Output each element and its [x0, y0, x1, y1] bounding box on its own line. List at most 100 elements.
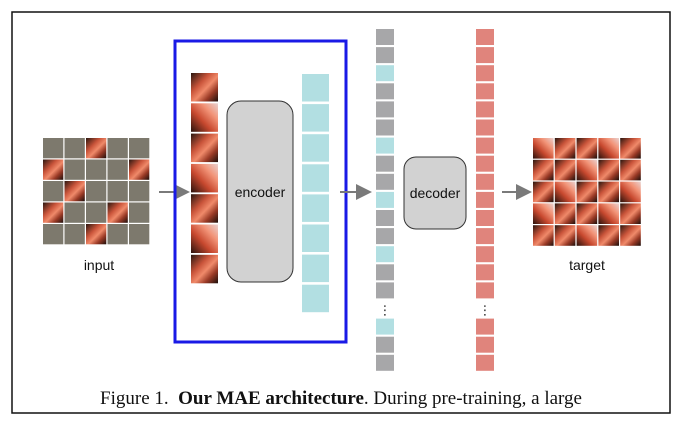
mask-token [376, 83, 394, 100]
visible-patch [129, 159, 150, 180]
visible-patch [86, 138, 107, 159]
decoder-block [403, 156, 467, 230]
mask-token [376, 264, 394, 281]
caption-rest: . During pre-training, a large [363, 388, 582, 409]
encoder-input-patch [191, 133, 218, 163]
masked-patch [129, 202, 150, 223]
mask-token [376, 210, 394, 226]
visible-patch [43, 159, 64, 180]
masked-patch [43, 224, 64, 245]
decoder-output-token [476, 65, 494, 82]
encoder-output-token [302, 164, 329, 192]
decoder-output-token [476, 173, 494, 190]
sequence-ellipsis: ⋮ [479, 304, 492, 319]
target-patch [576, 203, 598, 224]
encoder-input-patch [191, 254, 218, 284]
masked-patch [64, 138, 85, 159]
target-patch [620, 203, 641, 224]
mask-token [376, 336, 394, 353]
caption-prefix: Figure 1. [100, 388, 169, 409]
visible-patch [43, 202, 64, 223]
encoder-input-patch [191, 224, 218, 253]
mask-token [376, 47, 394, 64]
target-patch [533, 203, 554, 224]
sequence-ellipsis: ⋮ [379, 304, 392, 319]
encoder-output-token [302, 224, 329, 252]
decoder-input-sequence: ⋮ [376, 29, 394, 371]
mask-token [376, 29, 394, 45]
masked-patch [107, 181, 128, 202]
decoder-output-token [476, 228, 494, 245]
decoder-label: decoder [410, 185, 461, 201]
masked-patch [107, 224, 128, 245]
masked-patch [43, 181, 64, 202]
input-image-grid [43, 138, 150, 245]
target-label: target [569, 257, 605, 273]
target-patch [554, 138, 576, 159]
encoder-label: encoder [235, 184, 286, 200]
target-patch [576, 138, 598, 159]
masked-patch [64, 202, 85, 223]
target-image-grid [533, 138, 641, 246]
masked-patch [64, 159, 85, 180]
decoder-output-token [476, 29, 494, 45]
target-patch [533, 159, 554, 181]
encoder-output-token [302, 134, 329, 162]
encoder-block [226, 100, 294, 283]
target-patch [533, 225, 554, 246]
decoder-output-token [476, 119, 494, 136]
target-patch [533, 181, 554, 203]
mask-token [376, 119, 394, 136]
encoder-output-token [302, 104, 329, 132]
encoder-output-tokens [302, 74, 329, 313]
encoded-visible-token [376, 65, 394, 82]
target-patch [620, 181, 641, 203]
caption-bold: Our MAE architecture [178, 388, 364, 409]
target-patch [620, 159, 641, 181]
visible-patches-column [191, 73, 218, 284]
mask-token [376, 228, 394, 245]
decoder-output-token [476, 354, 494, 371]
encoder-output-token [302, 254, 329, 283]
mask-token [376, 354, 394, 371]
masked-patch [129, 138, 150, 159]
decoder-output-token [476, 264, 494, 281]
target-patch [576, 181, 598, 203]
masked-patch [86, 181, 107, 202]
masked-patch [107, 159, 128, 180]
target-patch [533, 138, 554, 159]
target-patch [620, 138, 641, 159]
masked-patch [86, 202, 107, 223]
decoder-output-token [476, 155, 494, 172]
decoder-output-sequence: ⋮ [476, 29, 494, 371]
visible-patch [86, 224, 107, 245]
figure-caption: Figure 1. Our MAE architecture. During p… [12, 381, 670, 417]
target-patch [554, 181, 576, 203]
input-label: input [84, 257, 114, 273]
encoder-input-patch [191, 103, 218, 132]
encoder-output-token [302, 284, 329, 313]
visible-patch [64, 181, 85, 202]
figure-frame [11, 11, 671, 414]
encoder-output-token [302, 194, 329, 222]
decoder-output-token [476, 336, 494, 353]
target-patch [554, 159, 576, 181]
mask-token [376, 282, 394, 299]
decoder-output-token [476, 246, 494, 263]
decoder-output-token [476, 210, 494, 226]
target-patch [598, 203, 619, 224]
mask-token [376, 155, 394, 172]
decoder-output-token [476, 282, 494, 299]
target-patch [554, 225, 576, 246]
decoder-output-token [476, 83, 494, 100]
target-patch [620, 225, 641, 246]
encoder-input-patch [191, 194, 218, 223]
encoder-input-patch [191, 163, 218, 193]
encoded-visible-token [376, 137, 394, 154]
decoder-output-token [476, 137, 494, 154]
decoder-output-token [476, 101, 494, 118]
decoder-output-token [476, 318, 494, 335]
decoder-output-token [476, 191, 494, 208]
decoder-output-token [476, 47, 494, 64]
